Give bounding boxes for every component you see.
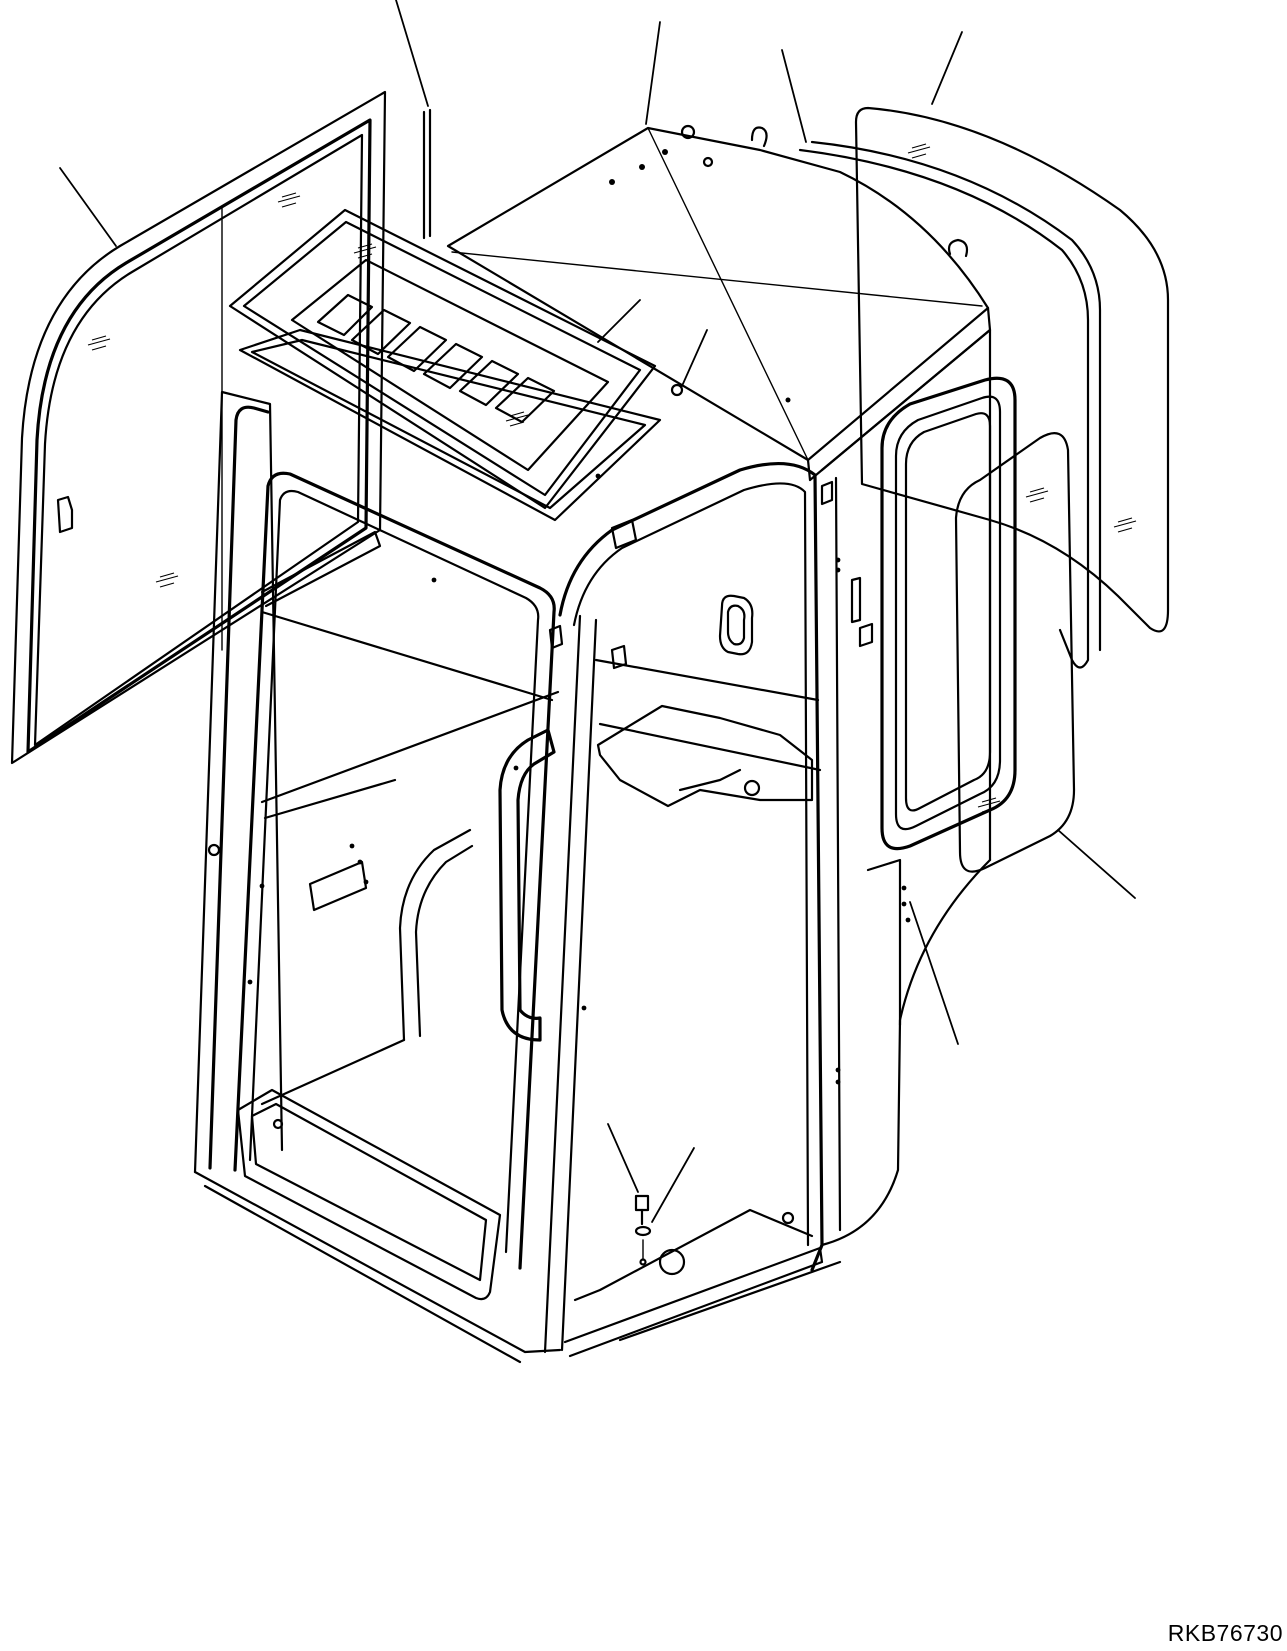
- floor-bolt-and-washer: [634, 1194, 652, 1266]
- right-slide-glass: [954, 432, 1076, 873]
- right-side-window-frame: [880, 376, 1017, 851]
- leader-lines: [59, 0, 1136, 1223]
- roof-hatch: [228, 208, 662, 522]
- cab-body: [193, 328, 992, 1364]
- left-door-glass: [10, 90, 387, 765]
- seal-strip: [422, 108, 432, 240]
- drawing-code-label: RKB76730: [1167, 1620, 1283, 1646]
- rear-window-glass: [798, 106, 1170, 669]
